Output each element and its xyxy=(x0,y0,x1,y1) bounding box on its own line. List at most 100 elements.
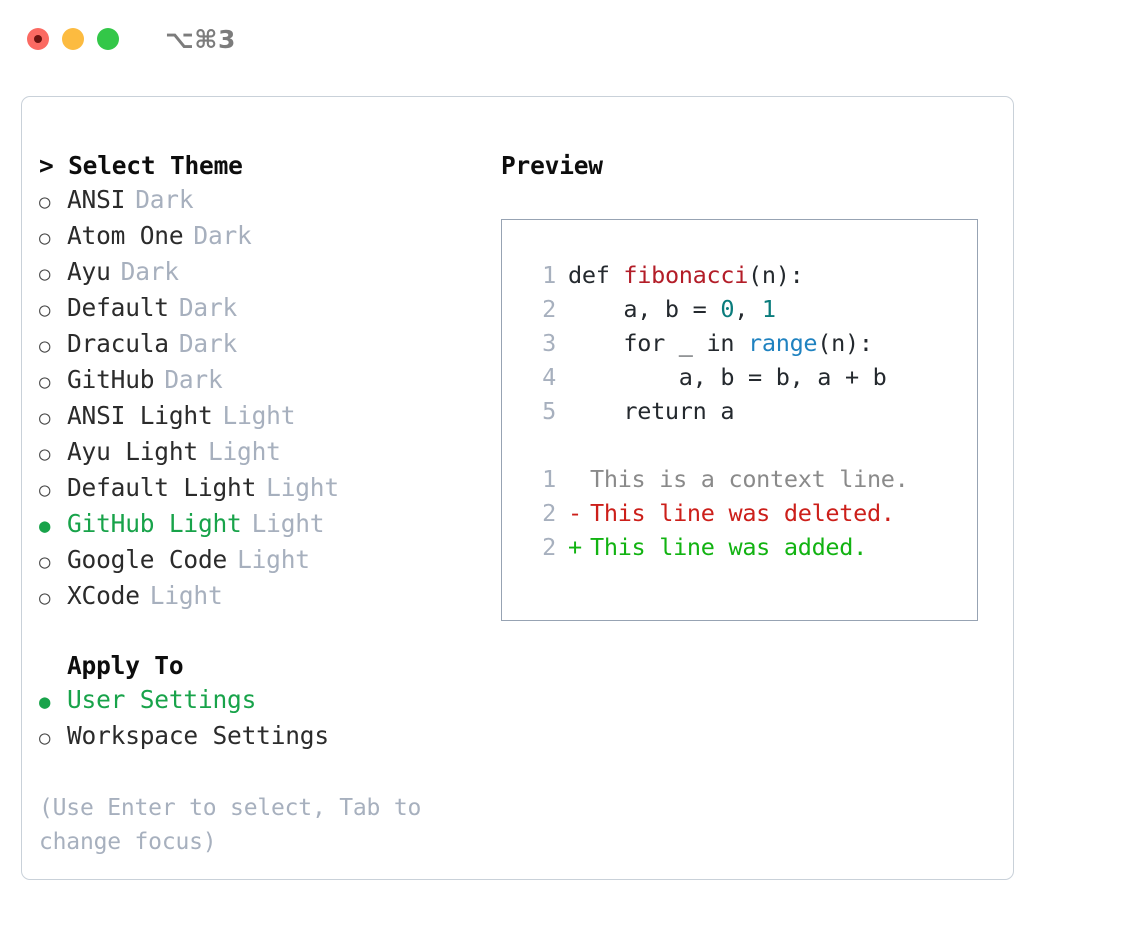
code-token: for _ in xyxy=(568,329,749,357)
keyboard-shortcut-label: ⌥⌘3 xyxy=(165,24,236,54)
radio-empty-icon[interactable]: ○ xyxy=(39,191,51,213)
theme-option[interactable]: ○ GitHub Dark xyxy=(39,363,489,399)
theme-variant-badge: Light xyxy=(251,509,325,538)
theme-variant-badge: Dark xyxy=(120,257,179,286)
diff-line: 1 This is a context line. xyxy=(522,462,977,496)
code-line-text: a, b = 0, 1 xyxy=(568,292,776,326)
radio-empty-icon[interactable]: ○ xyxy=(39,727,51,749)
radio-empty-icon[interactable]: ○ xyxy=(39,407,51,429)
radio-empty-icon[interactable]: ○ xyxy=(39,587,51,609)
radio-empty-icon[interactable]: ○ xyxy=(39,299,51,321)
code-line: 4 a, b = b, a + b xyxy=(522,360,977,394)
title-bar: ⌥⌘3 xyxy=(0,0,1140,78)
code-line-number: 1 xyxy=(542,261,556,289)
keyboard-hint-text: (Use Enter to select, Tab to change focu… xyxy=(39,795,422,855)
code-token: 1 xyxy=(761,295,776,323)
radio-empty-icon[interactable]: ○ xyxy=(39,263,51,285)
code-line-number: 3 xyxy=(542,329,556,357)
apply-to-option[interactable]: ○ Workspace Settings xyxy=(39,719,489,755)
radio-empty-icon[interactable]: ○ xyxy=(39,551,51,573)
theme-variant-badge: Dark xyxy=(164,365,223,394)
diff-line: 2+This line was added. xyxy=(522,530,977,564)
theme-variant-badge: Dark xyxy=(178,329,238,358)
radio-selected-icon[interactable]: ● xyxy=(39,691,51,713)
theme-option[interactable]: ○ Ayu Light Light xyxy=(39,435,489,471)
code-diff-gap xyxy=(522,428,977,462)
radio-empty-icon[interactable]: ○ xyxy=(39,479,51,501)
theme-variant-badge: Light xyxy=(237,545,310,574)
theme-option[interactable]: ○ Ayu Dark xyxy=(39,255,489,291)
theme-option-label: Ayu xyxy=(67,257,111,286)
theme-variant-badge: Dark xyxy=(193,221,252,250)
close-button[interactable] xyxy=(27,28,49,50)
theme-option-label: ANSI Light xyxy=(67,401,213,430)
radio-selected-icon[interactable]: ● xyxy=(39,515,51,537)
apply-to-list[interactable]: ● User Settings ○ Workspace Settings xyxy=(39,683,489,755)
theme-option-label: Ayu Light xyxy=(67,437,198,466)
code-token: fibonacci xyxy=(623,261,749,289)
maximize-button[interactable] xyxy=(97,28,119,50)
code-line: 3 for _ in range(n): xyxy=(522,326,977,360)
radio-empty-icon[interactable]: ○ xyxy=(39,335,51,357)
diff-line-text: This line was added. xyxy=(590,533,867,561)
code-token: def xyxy=(568,261,624,289)
select-theme-heading: > Select Theme xyxy=(39,151,243,180)
code-line-number: 5 xyxy=(542,397,556,425)
apply-to-heading: Apply To xyxy=(67,651,184,680)
diff-line-number: 1 xyxy=(542,465,556,493)
theme-option-label: Dracula xyxy=(67,329,169,358)
theme-option-label: GitHub Light xyxy=(67,509,242,538)
code-token: a, b = xyxy=(568,295,721,323)
code-line: 1 def fibonacci(n): xyxy=(522,258,977,292)
diff-line-number: 2 xyxy=(542,499,556,527)
theme-option-label: XCode xyxy=(67,581,140,610)
theme-option[interactable]: ○ Google Code Light xyxy=(39,543,489,579)
code-line-number: 2 xyxy=(542,295,556,323)
list-spacer xyxy=(39,615,489,649)
theme-option-label: Atom One xyxy=(67,221,184,250)
diff-sample: 1 This is a context line.2-This line was… xyxy=(522,462,977,564)
code-token: return a xyxy=(568,397,735,425)
diff-line-text: This line was deleted. xyxy=(590,499,895,527)
theme-option[interactable]: ● GitHub Light Light xyxy=(39,507,489,543)
code-token: (n): xyxy=(817,329,873,357)
theme-variant-badge: Light xyxy=(222,401,296,430)
code-token: (n): xyxy=(748,261,804,289)
theme-variant-badge: Light xyxy=(207,437,281,466)
code-token: 0 xyxy=(720,295,735,323)
radio-empty-icon[interactable]: ○ xyxy=(39,227,51,249)
theme-option-label: Google Code xyxy=(67,545,228,574)
apply-to-option-label: Workspace Settings xyxy=(67,721,329,750)
diff-marker xyxy=(568,462,590,496)
theme-option[interactable]: ○ ANSI Light Light xyxy=(39,399,489,435)
radio-empty-icon[interactable]: ○ xyxy=(39,371,51,393)
radio-empty-icon[interactable]: ○ xyxy=(39,443,51,465)
window-controls xyxy=(27,28,119,50)
minimize-button[interactable] xyxy=(62,28,84,50)
code-line: 5 return a xyxy=(522,394,977,428)
theme-option-label: Default xyxy=(67,293,169,322)
preview-title: Preview xyxy=(501,151,603,180)
theme-option-label: GitHub xyxy=(67,365,155,394)
code-token: a, b = b, a + b xyxy=(568,363,887,391)
theme-option[interactable]: ○ Dracula Dark xyxy=(39,327,489,363)
diff-marker: - xyxy=(568,499,582,527)
theme-variant-badge: Dark xyxy=(135,185,194,214)
diff-line-number: 2 xyxy=(542,533,556,561)
diff-line-text: This is a context line. xyxy=(590,465,909,493)
code-line-text: def fibonacci(n): xyxy=(568,258,804,292)
apply-to-option[interactable]: ● User Settings xyxy=(39,683,489,719)
theme-option[interactable]: ○ Atom One Dark xyxy=(39,219,489,255)
apply-to-option-label: User Settings xyxy=(67,685,257,714)
diff-line: 2-This line was deleted. xyxy=(522,496,977,530)
